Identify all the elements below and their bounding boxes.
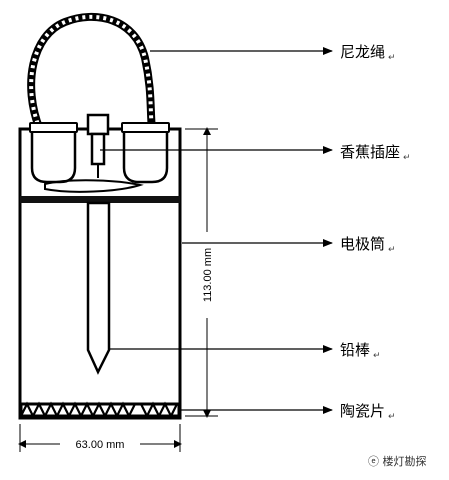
label-socket-return: ↵ xyxy=(403,153,411,163)
label-cylinder-return: ↵ xyxy=(388,245,396,255)
separator-band xyxy=(20,196,180,203)
banana-socket xyxy=(86,113,110,178)
label-cylinder: 电极筒 xyxy=(340,235,385,253)
label-socket: 香蕉插座 xyxy=(340,143,400,161)
right-cap xyxy=(122,131,169,184)
label-lead-rod: 铅棒 xyxy=(340,341,370,359)
ceramic-plate xyxy=(19,401,181,419)
height-dimension-label: 113.00 mm xyxy=(202,248,214,302)
left-cap xyxy=(30,131,77,184)
connecting-wire xyxy=(44,179,144,193)
width-dimension: 63.00 mm xyxy=(18,424,182,452)
label-lead-rod-return: ↵ xyxy=(373,351,381,361)
lead-rod xyxy=(86,201,111,375)
label-ceramic: 陶瓷片 xyxy=(340,402,385,420)
watermark: ⓔ 楼灯勘探 xyxy=(368,454,427,468)
label-rope: 尼龙绳 xyxy=(340,43,385,61)
height-dimension: 113.00 mm xyxy=(185,127,218,418)
nylon-rope xyxy=(27,12,156,134)
width-dimension-label: 63.00 mm xyxy=(76,439,125,451)
label-ceramic-return: ↵ xyxy=(388,412,396,422)
label-rope-return: ↵ xyxy=(388,53,396,63)
